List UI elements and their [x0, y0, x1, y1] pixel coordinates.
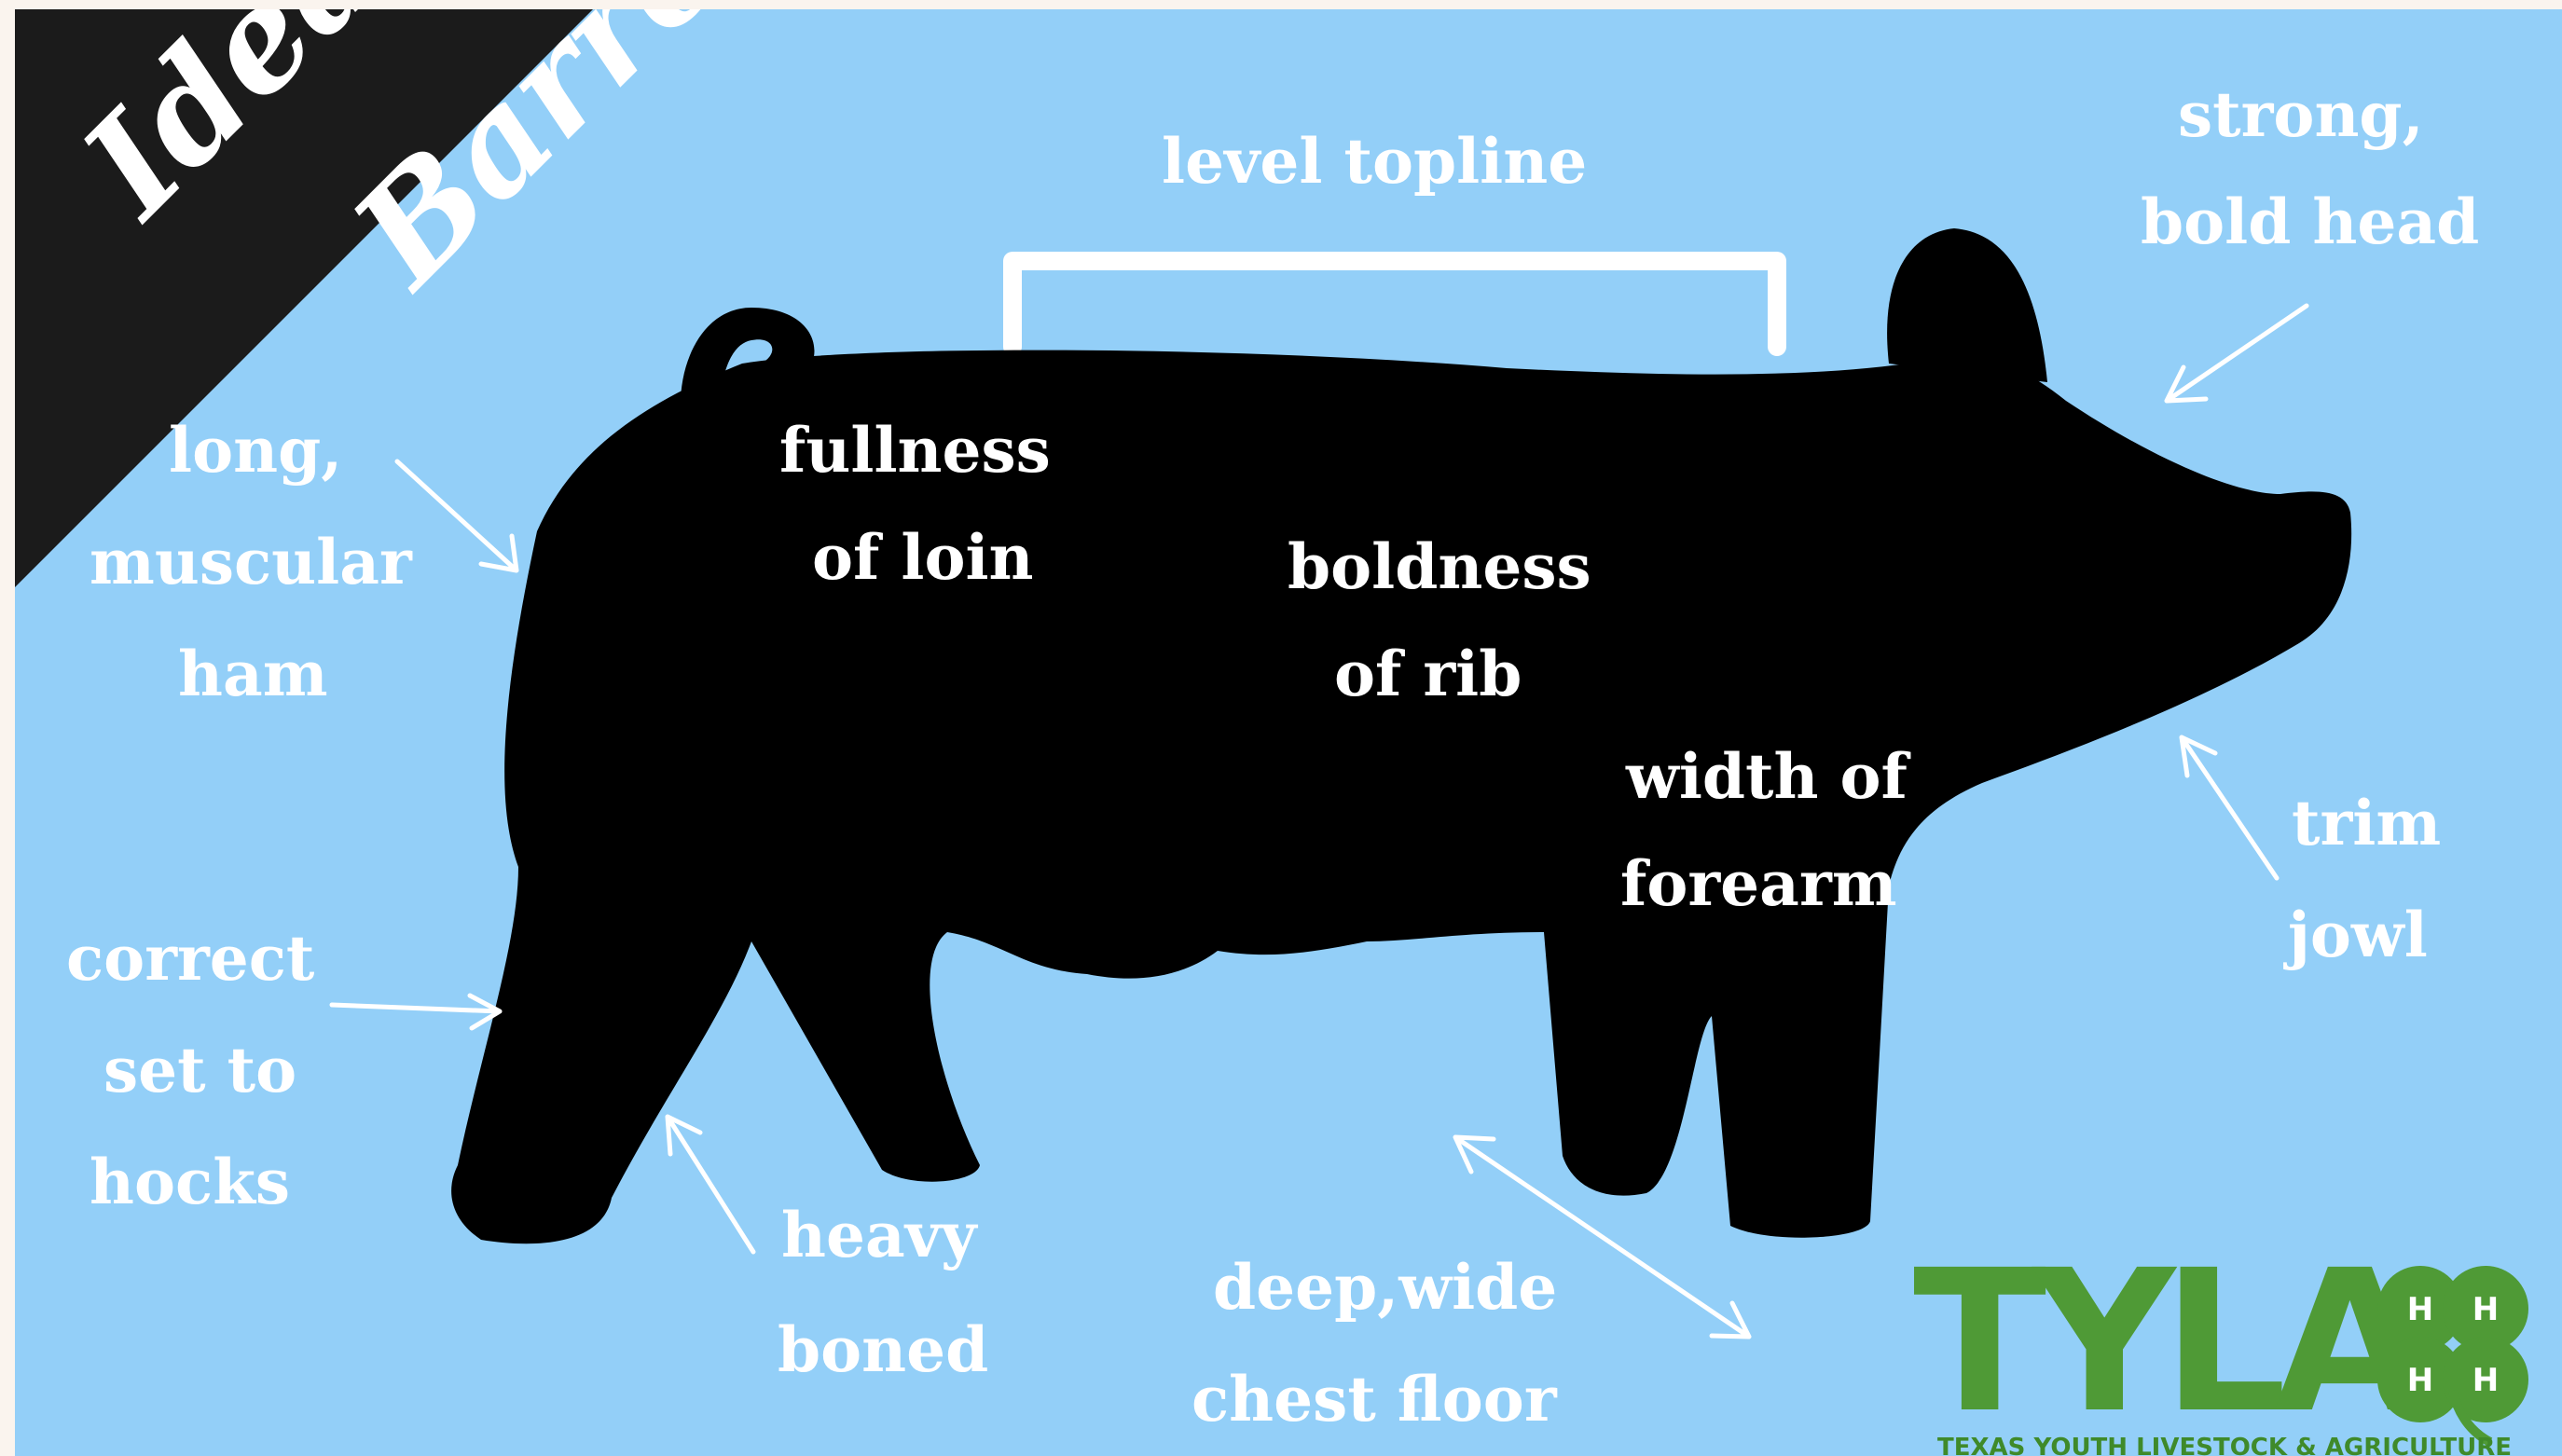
label-level-topline: level topline	[1162, 130, 1587, 192]
label-chest-line1: deep,wide	[1213, 1257, 1557, 1318]
arrow-ham	[397, 461, 517, 570]
label-strong-bold-head-line2: bold head	[2141, 191, 2479, 253]
label-forearm-line2: forearm	[1620, 853, 1897, 914]
arrow-boned	[668, 1117, 753, 1252]
tyla-logo-wordmark: TYLA	[1913, 1244, 2413, 1440]
tyla-tagline: TEXAS YOUTH LIVESTOCK & AGRICULTURE	[1937, 1434, 2512, 1456]
label-hocks-line1: correct	[66, 927, 314, 989]
label-jowl-line1: trim	[2292, 792, 2441, 854]
label-ham-line1: long,	[169, 419, 342, 481]
label-boned-line1: heavy	[781, 1204, 976, 1266]
four-h-clover-icon: H H H H	[2355, 1251, 2551, 1447]
label-jowl-line2: jowl	[2288, 904, 2428, 966]
label-hocks-line3: hocks	[90, 1151, 290, 1213]
label-strong-bold-head-line1: strong,	[2178, 84, 2424, 145]
clover-letter: H	[2407, 1291, 2433, 1328]
label-ham-line3: ham	[178, 643, 328, 705]
label-hocks-line2: set to	[103, 1039, 296, 1101]
label-forearm-line1: width of	[1626, 746, 1908, 807]
label-loin-line1: fullness	[779, 419, 1051, 481]
infographic-canvas: Ideal Barrow level topline strong, bold …	[15, 9, 2562, 1456]
arrow-hocks	[332, 996, 500, 1028]
arrow-jowl	[2182, 737, 2277, 878]
clover-letter: H	[2472, 1362, 2499, 1399]
label-ham-line2: muscular	[90, 531, 412, 593]
topline-bracket	[1012, 261, 1777, 347]
pig-silhouette	[451, 228, 2351, 1243]
label-chest-line2: chest floor	[1191, 1368, 1557, 1430]
label-rib-line1: boldness	[1288, 536, 1591, 598]
label-boned-line2: boned	[778, 1319, 988, 1380]
clover-letter: H	[2407, 1362, 2433, 1399]
label-rib-line2: of rib	[1334, 643, 1522, 705]
arrow-head	[2167, 306, 2307, 401]
label-loin-line2: of loin	[812, 527, 1034, 588]
clover-letter: H	[2472, 1291, 2499, 1328]
